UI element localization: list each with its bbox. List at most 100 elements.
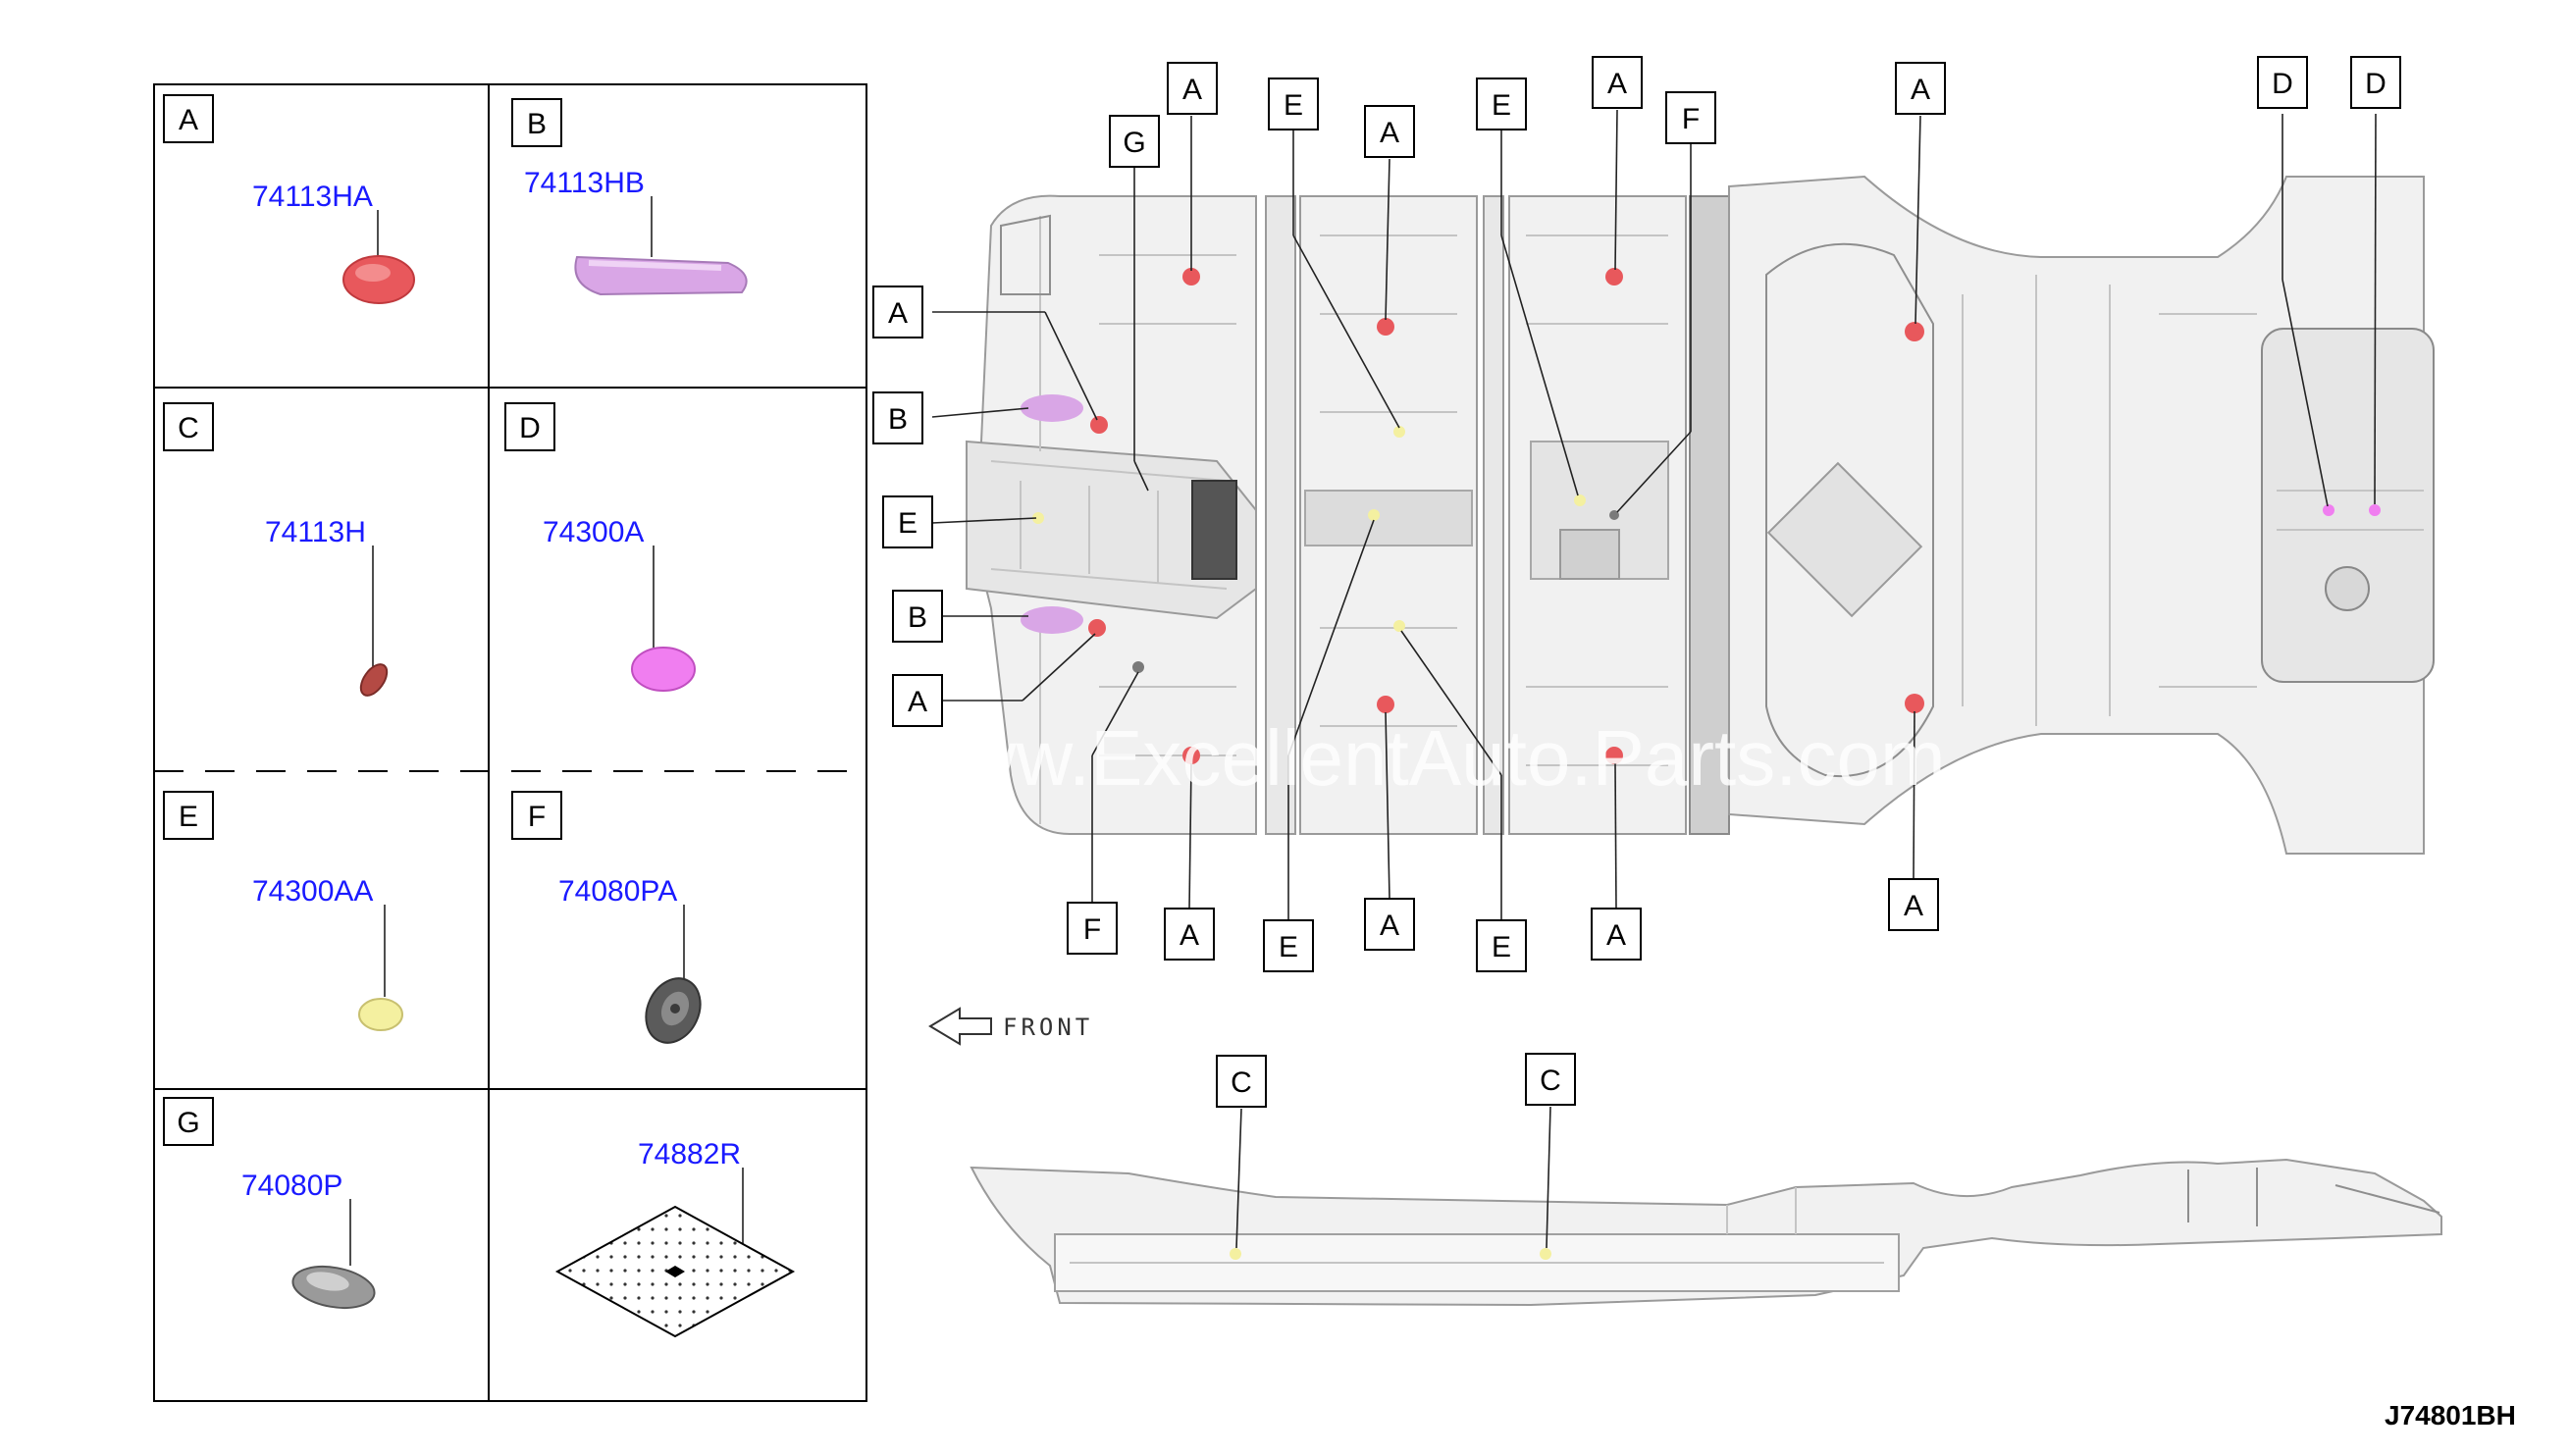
grommet-f-marker bbox=[1132, 661, 1144, 673]
callout-box: E bbox=[1476, 78, 1527, 130]
callout-box: A bbox=[1164, 908, 1215, 961]
callout-box: C bbox=[1216, 1055, 1267, 1108]
svg-text:F: F bbox=[1682, 103, 1700, 135]
svg-text:A: A bbox=[1606, 919, 1626, 952]
callout-box: A bbox=[872, 286, 923, 338]
part-number-74300a: 74300A bbox=[543, 516, 644, 548]
svg-text:E: E bbox=[1284, 89, 1303, 122]
plug-a-marker bbox=[1090, 416, 1108, 434]
legend-cell-g: G 74080P bbox=[163, 1097, 376, 1310]
legend-letter-c: C bbox=[178, 412, 199, 444]
legend-letter-b: B bbox=[527, 108, 547, 140]
front-label: FRONT bbox=[1003, 1014, 1093, 1041]
front-indicator: FRONT bbox=[928, 1007, 1093, 1046]
plug-a-marker bbox=[1377, 318, 1394, 336]
callout-box: F bbox=[1665, 91, 1716, 144]
svg-text:B: B bbox=[908, 601, 927, 634]
svg-text:A: A bbox=[1180, 919, 1199, 952]
plug-a-marker bbox=[1182, 268, 1200, 286]
plug-d-marker bbox=[2369, 504, 2381, 516]
plug-a-marker bbox=[1905, 322, 1924, 341]
top-callouts: A E A E A F A D D G A B E B A F A E A E … bbox=[872, 56, 2401, 972]
legend-cell-b: B 74113HB bbox=[511, 98, 748, 296]
svg-text:A: A bbox=[1380, 910, 1399, 942]
plug-e-image bbox=[358, 998, 403, 1031]
plug-e-marker bbox=[1574, 494, 1586, 506]
plug-b-marker bbox=[1021, 606, 1083, 634]
plug-a-marker bbox=[1605, 747, 1623, 764]
plug-a-marker bbox=[1605, 268, 1623, 286]
part-number-74882r: 74882R bbox=[638, 1138, 741, 1170]
svg-text:A: A bbox=[1182, 74, 1202, 106]
svg-text:E: E bbox=[1492, 89, 1511, 122]
callout-box: A bbox=[1364, 898, 1415, 951]
callout-box: D bbox=[2257, 56, 2308, 109]
callout-box: A bbox=[892, 674, 943, 727]
plug-b-marker bbox=[1021, 394, 1083, 422]
legend-cell-a: A 74113HA bbox=[163, 94, 415, 304]
plug-c-marker bbox=[1230, 1248, 1241, 1260]
part-number-74080pa: 74080PA bbox=[558, 875, 677, 908]
legend-cell-e: E 74300AA bbox=[163, 791, 403, 1031]
svg-text:A: A bbox=[1380, 117, 1399, 149]
plug-a-marker bbox=[1377, 696, 1394, 713]
part-number-74113ha: 74113HA bbox=[252, 181, 373, 213]
legend-cell-d: D 74300A bbox=[504, 402, 696, 692]
callout-box: G bbox=[1109, 115, 1160, 168]
floor-side-view: C C bbox=[970, 1053, 2442, 1307]
svg-text:A: A bbox=[1904, 890, 1923, 922]
part-number-74113hb: 74113HB bbox=[524, 167, 645, 199]
callout-box: E bbox=[1476, 919, 1527, 972]
plug-e-marker bbox=[1393, 426, 1405, 438]
legend-letter-a: A bbox=[179, 104, 198, 136]
callout-box: A bbox=[1895, 62, 1946, 115]
callout-box: A bbox=[1591, 908, 1642, 961]
part-number-74113h: 74113H bbox=[265, 516, 366, 548]
legend-letter-e: E bbox=[179, 801, 198, 833]
plug-e-marker bbox=[1393, 620, 1405, 632]
callout-box: A bbox=[1167, 62, 1218, 115]
part-number-74080p: 74080P bbox=[241, 1170, 342, 1202]
callout-box: A bbox=[1888, 878, 1939, 931]
callout-box: C bbox=[1525, 1053, 1576, 1106]
svg-text:G: G bbox=[1123, 127, 1145, 159]
legend-cell-c: C 74113H bbox=[163, 402, 389, 697]
svg-text:D: D bbox=[2272, 68, 2293, 100]
svg-text:B: B bbox=[888, 403, 908, 436]
legend-letter-d: D bbox=[519, 412, 541, 444]
callout-box: E bbox=[1268, 78, 1319, 130]
legend-letter-g: G bbox=[177, 1107, 199, 1139]
svg-text:E: E bbox=[1492, 931, 1511, 963]
plug-a-marker bbox=[1088, 619, 1106, 637]
callout-box: A bbox=[1592, 56, 1643, 109]
svg-text:E: E bbox=[1279, 931, 1298, 963]
svg-text:A: A bbox=[1911, 74, 1930, 106]
plug-c-image bbox=[359, 663, 389, 697]
floor-top-view bbox=[966, 175, 2435, 855]
svg-text:A: A bbox=[908, 686, 927, 718]
svg-text:A: A bbox=[888, 297, 908, 330]
front-arrow-icon bbox=[928, 1007, 992, 1046]
legend-letter-f: F bbox=[528, 801, 546, 833]
legend-table: A 74113HA B 74113HB C 74113H D 74 bbox=[153, 83, 867, 1402]
floor-plugs bbox=[1021, 268, 2381, 764]
plug-d-marker bbox=[2323, 504, 2334, 516]
plug-c-marker bbox=[1540, 1248, 1551, 1260]
plug-e-marker bbox=[1032, 512, 1044, 524]
part-number-74300aa: 74300AA bbox=[252, 875, 373, 908]
grommet-f-marker bbox=[1609, 510, 1619, 520]
watermark-text: www.ExcellentAuto.Parts.com bbox=[902, 714, 1946, 802]
callout-box: B bbox=[892, 590, 943, 643]
plug-a-marker bbox=[1905, 694, 1924, 713]
legend-cell-f: F 74080PA bbox=[511, 791, 702, 1044]
callout-box: E bbox=[1263, 919, 1314, 972]
svg-text:C: C bbox=[1231, 1066, 1252, 1099]
svg-text:C: C bbox=[1540, 1065, 1561, 1097]
callout-box: B bbox=[872, 391, 923, 444]
svg-text:A: A bbox=[1607, 68, 1627, 100]
plug-e-marker bbox=[1368, 509, 1380, 521]
plug-a-marker bbox=[1182, 747, 1200, 764]
top-leaders bbox=[931, 109, 2377, 920]
callout-box: A bbox=[1364, 105, 1415, 158]
callout-box: D bbox=[2350, 56, 2401, 109]
